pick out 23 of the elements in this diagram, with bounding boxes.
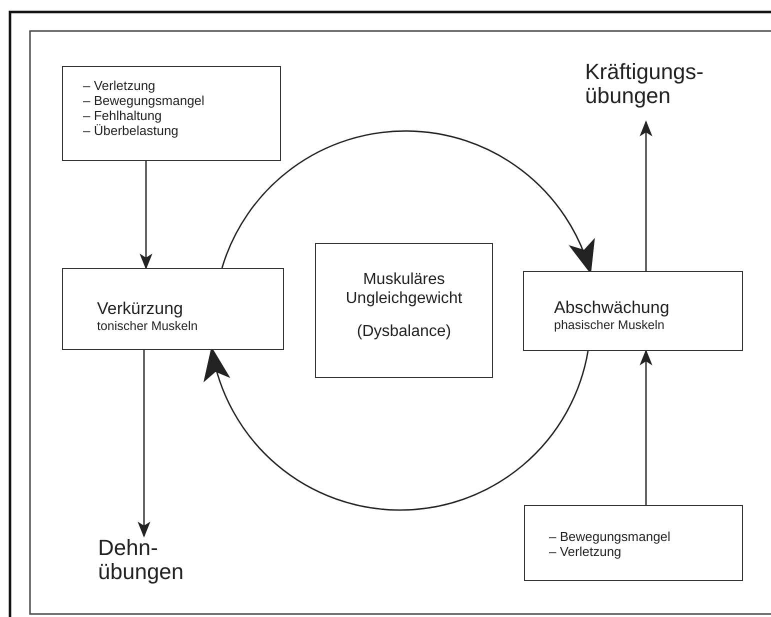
- box-title: Muskuläres Ungleichgewicht: [344, 270, 464, 308]
- list-item: – Verletzung: [549, 544, 622, 560]
- arrow: [140, 161, 152, 270]
- arrow: [138, 350, 150, 538]
- subtitle-text: phasischer Muskeln: [554, 318, 666, 332]
- outcome-label: Kräftigungs- übungen: [585, 60, 704, 108]
- text-box: [62, 268, 284, 350]
- text-box: [315, 243, 493, 378]
- subtitle-text: tonischer Muskeln: [97, 318, 199, 333]
- list-item: – Bewegungsmangel: [549, 530, 672, 545]
- arrow: [640, 349, 652, 505]
- box-title: Verkürzung: [97, 299, 184, 319]
- box-title: (Dysbalance): [356, 322, 452, 342]
- list-item: – Bewegungsmangel: [83, 94, 206, 109]
- list-item: – Fehlhaltung: [83, 108, 162, 124]
- text-box: [62, 66, 281, 161]
- list-item: – Verletzung: [83, 79, 156, 94]
- outcome-label: Dehn- übungen: [98, 536, 184, 584]
- list-item: – Überbelastung: [83, 124, 180, 139]
- text-box: [523, 271, 743, 351]
- text-box: [524, 505, 743, 581]
- box-title: Abschwächung: [554, 298, 670, 318]
- arrow: [640, 120, 652, 271]
